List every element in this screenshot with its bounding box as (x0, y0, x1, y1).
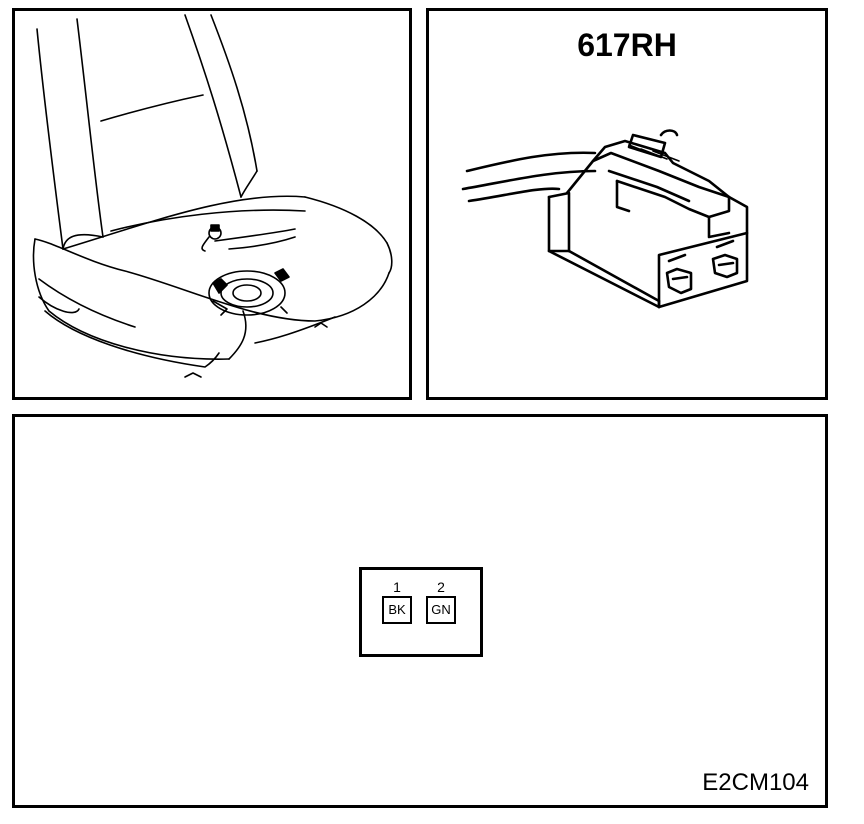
pin-wire-color: GN (426, 596, 456, 624)
pin-2: 2 GN (426, 580, 456, 624)
connector-view-panel: 617RH (426, 8, 828, 400)
connector-illustration (461, 129, 749, 309)
seat-illustration (32, 14, 393, 378)
pin-number: 2 (437, 579, 445, 595)
connector-label: 617RH (577, 27, 677, 63)
seat-location-panel (12, 8, 412, 400)
connector-face: 1 BK 2 GN (359, 567, 483, 657)
diagram-code: E2CM104 (702, 769, 809, 796)
pinout-panel: 1 BK 2 GN E2CM104 (12, 414, 828, 808)
pin-number: 1 (393, 579, 401, 595)
pin-1: 1 BK (382, 580, 412, 624)
pin-wire-color: BK (382, 596, 412, 624)
